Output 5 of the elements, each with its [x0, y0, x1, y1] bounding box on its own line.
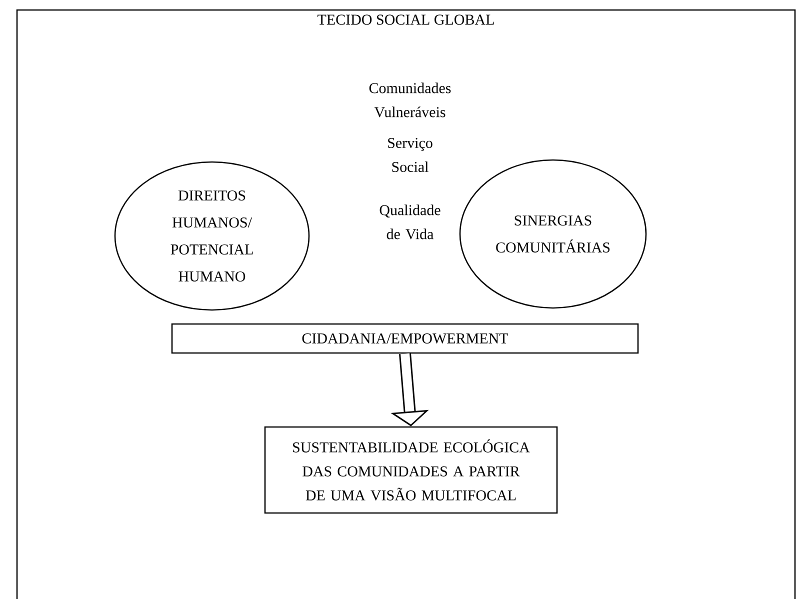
process-box: SUSTENTABILIDADE ECOLÓGICA DAS COMUNIDADES A PARTIR DE UMA VISÃO MULTIFOCAL	[264, 426, 558, 514]
text-label: Serviço Social	[388, 138, 432, 172]
process-box: CIDADANIA/EMPOWERMENT	[171, 323, 639, 354]
text-label: Comunidades Vulneráveis	[369, 82, 451, 118]
text-label: Qualidade de Vida	[380, 204, 440, 240]
